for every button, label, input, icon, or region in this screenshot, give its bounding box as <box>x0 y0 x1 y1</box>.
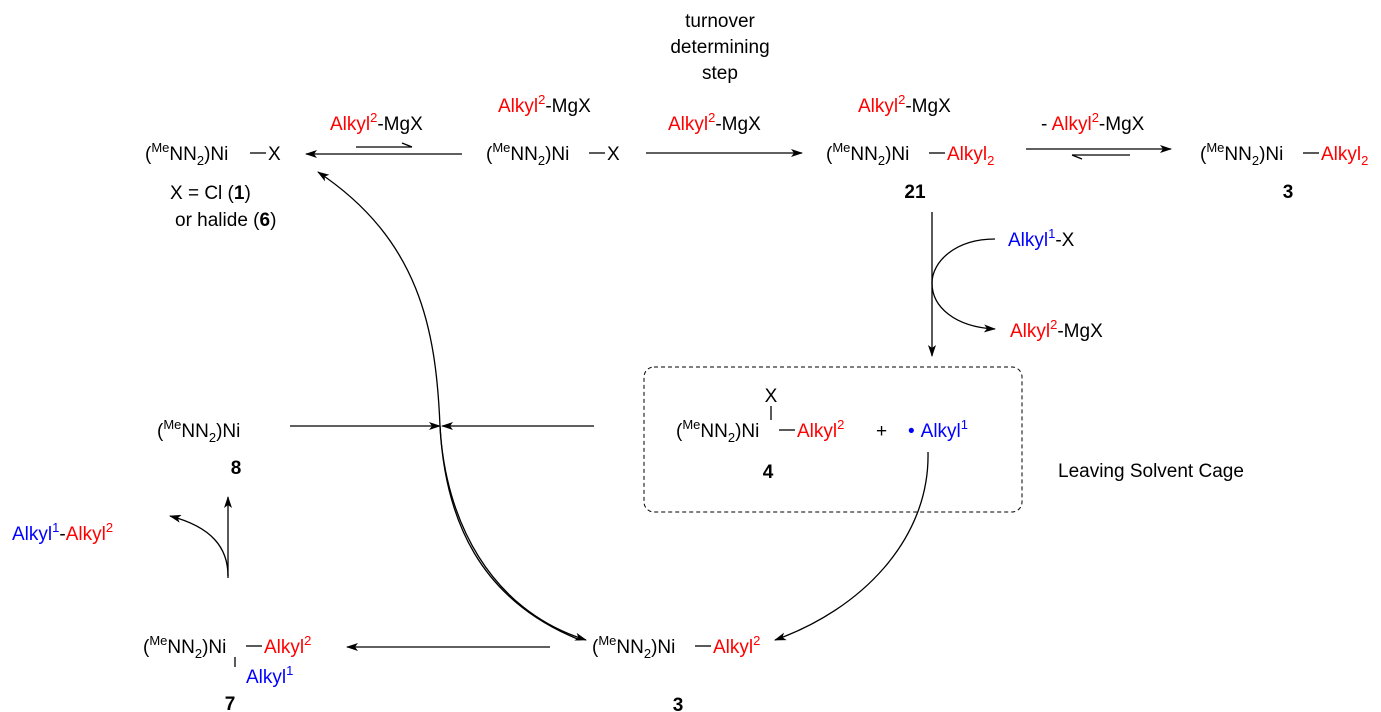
compound-number-7: 7 <box>225 694 236 712</box>
product-alkyl2-mgx: Alkyl2-MgX <box>1010 317 1103 342</box>
complex-7: (MeNN2)Ni Alkyl2 Alkyl1 <box>143 633 311 688</box>
arrow-radical-to-3 <box>774 451 929 641</box>
radical-alkyl1: •Alkyl1 <box>908 417 968 442</box>
svg-text:(MeNN2)Ni: (MeNN2)Ni <box>1200 140 1283 168</box>
complex-3-top: (MeNN2)Ni Alkyl2 <box>1200 140 1368 168</box>
adduct-21-alkyl2-mgx: Alkyl2-MgX <box>858 92 951 117</box>
complex-ni-x-start: (MeNN2)Ni X <box>145 140 281 168</box>
svg-text:Alkyl1: Alkyl1 <box>246 663 293 688</box>
leaving-solvent-cage-label: Leaving Solvent Cage <box>1058 461 1244 482</box>
svg-text:Alkyl2: Alkyl2 <box>947 144 994 168</box>
svg-text:(MeNN2)Ni: (MeNN2)Ni <box>486 140 569 168</box>
x-eq-cl-label: X = Cl (1) <box>170 183 251 204</box>
svg-text:(MeNN2)Ni: (MeNN2)Ni <box>676 417 759 445</box>
compound-number-8: 8 <box>231 458 242 479</box>
svg-text:Alkyl2: Alkyl2 <box>264 633 311 658</box>
minus-alkyl2-mgx: - Alkyl2-MgX <box>1041 110 1145 135</box>
complex-21: (MeNN2)Ni Alkyl2 <box>826 140 994 168</box>
turnover-label-line-2: determining <box>670 37 769 58</box>
equilibrium-arrow-2 <box>1026 145 1172 160</box>
svg-text:(MeNN2)Ni: (MeNN2)Ni <box>826 140 909 168</box>
svg-text:(MeNN2)Ni: (MeNN2)Ni <box>592 633 675 661</box>
reagent-alkyl2-mgx-1: Alkyl2-MgX <box>330 110 423 135</box>
or-halide-label: or halide (6) <box>175 210 276 231</box>
solvent-cage-box <box>643 366 1023 513</box>
complex-8: (MeNN2)Ni <box>157 417 240 445</box>
curved-arrow-alkyl1-x <box>931 238 996 333</box>
adduct-alkyl2-mgx: Alkyl2-MgX <box>498 92 591 117</box>
svg-text:Alkyl2: Alkyl2 <box>1321 144 1368 168</box>
reagent-alkyl2-mgx-2: Alkyl2-MgX <box>668 110 761 135</box>
turnover-label-line-1: turnover <box>685 11 755 32</box>
compound-number-3-top: 3 <box>1283 182 1294 203</box>
arrow-intersection-to-3 <box>439 425 587 641</box>
equilibrium-arrow-1 <box>305 142 462 158</box>
compound-number-3-bottom: 3 <box>673 695 684 712</box>
svg-text:Alkyl2: Alkyl2 <box>797 417 844 442</box>
compound-number-4: 4 <box>763 462 774 483</box>
plus-sign: + <box>876 421 887 442</box>
turnover-label-line-3: step <box>702 63 738 84</box>
svg-text:(MeNN2)Ni: (MeNN2)Ni <box>143 633 226 661</box>
svg-text:(MeNN2)Ni: (MeNN2)Ni <box>145 140 228 168</box>
x-on-ni-4: X <box>765 386 778 407</box>
complex-3-bottom: (MeNN2)Ni Alkyl2 <box>592 633 760 661</box>
svg-text:(MeNN2)Ni: (MeNN2)Ni <box>157 417 240 445</box>
curved-arrow-product <box>169 514 229 577</box>
complex-4: (MeNN2)Ni Alkyl2 <box>676 417 844 445</box>
arrow-3-to-nix <box>317 171 581 641</box>
svg-text:X: X <box>268 144 281 165</box>
svg-text:X: X <box>607 144 620 165</box>
svg-text:Alkyl2: Alkyl2 <box>713 633 760 658</box>
complex-ni-x-adduct: (MeNN2)Ni X <box>486 140 620 168</box>
compound-number-21: 21 <box>904 182 926 203</box>
product-alkyl1-alkyl2: Alkyl1-Alkyl2 <box>12 520 113 545</box>
reagent-alkyl1-x: Alkyl1-X <box>1008 226 1075 251</box>
